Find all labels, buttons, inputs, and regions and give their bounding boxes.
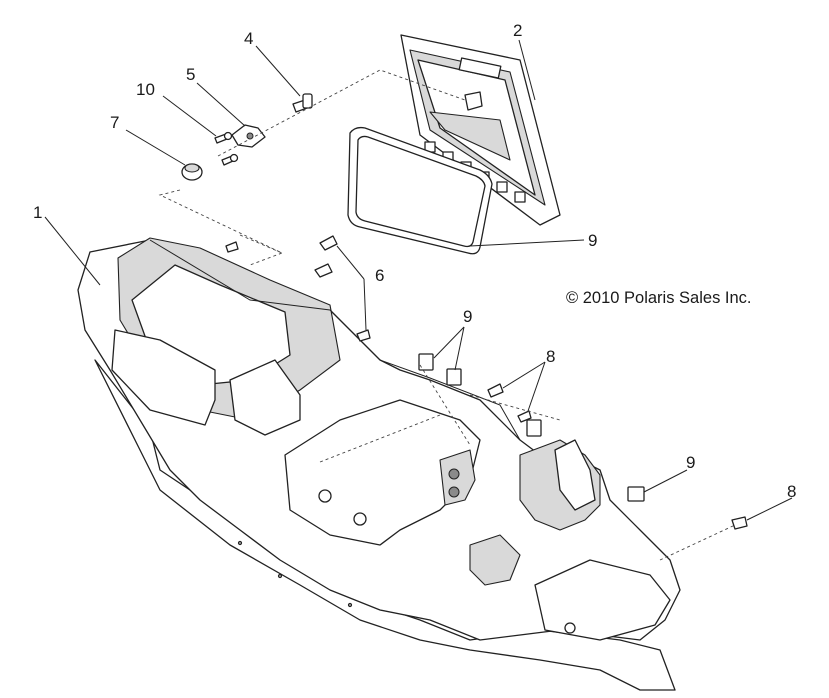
copyright-notice: © 2010 Polaris Sales Inc. [566,289,752,307]
bolt-part-4 [292,93,313,113]
callout-9-upper: 9 [463,307,472,326]
screw-part-10 [214,131,239,166]
callout-5: 5 [186,65,195,84]
callout-6: 6 [375,266,384,285]
callout-10: 10 [136,80,155,99]
assembly-lines [158,69,736,561]
callout-3: 9 [588,231,597,250]
mounting-plate-part-5 [231,124,266,148]
callout-9-lower: 9 [686,453,695,472]
callout-7: 7 [110,113,119,132]
callout-labels: 1 2 9 4 5 6 7 8 8 9 9 10 [33,21,796,501]
callout-1: 1 [33,203,42,222]
clips-part-9 [418,353,645,502]
lid-seal-part [347,126,493,255]
push-rivets-part-6 [225,235,371,342]
callout-4: 4 [244,29,253,48]
callout-8-upper: 8 [546,347,555,366]
callout-2: 2 [513,21,522,40]
screws-part-8 [487,383,748,530]
grommet-part-7 [181,163,203,181]
leader-lines [44,39,793,521]
dashboard-part [77,237,681,691]
callout-8-lower: 8 [787,482,796,501]
